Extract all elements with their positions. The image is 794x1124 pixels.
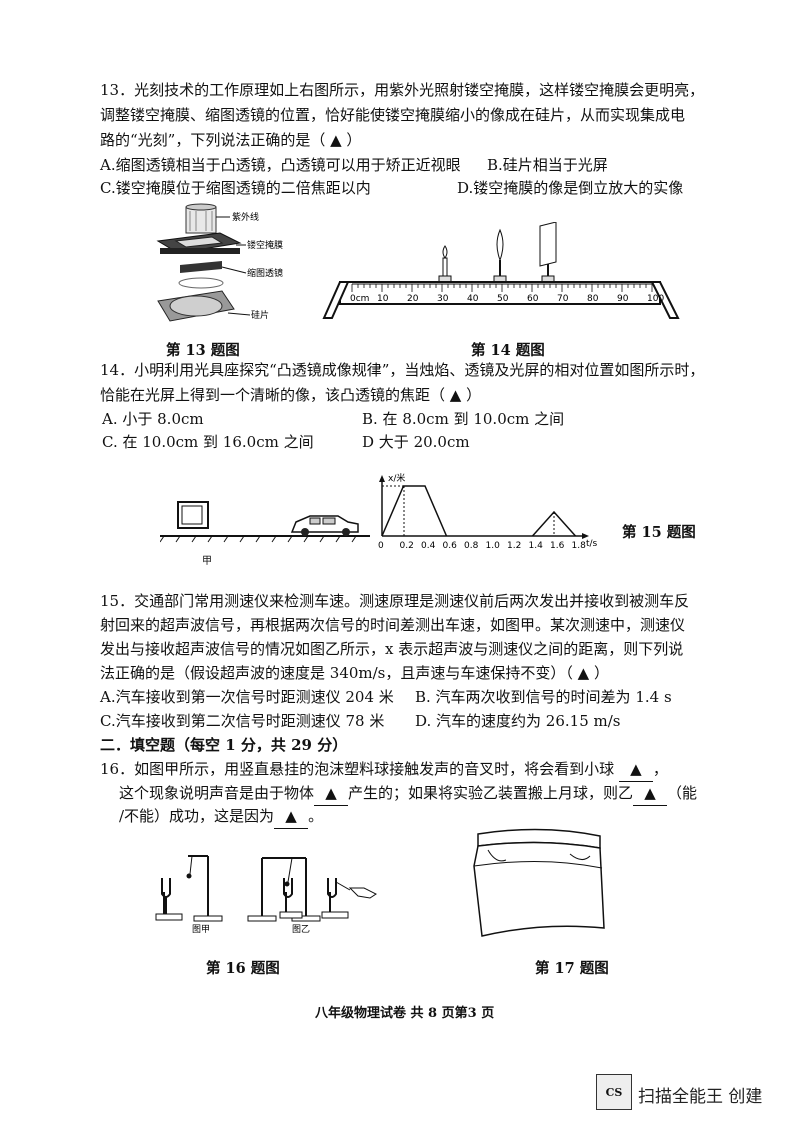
x-tick-label: 0.4 [421, 541, 436, 551]
q15-option-c: C.汽车接收到第二次信号时距测速仪 78 米 [100, 712, 385, 730]
q15-line4: 法正确的是（假设超声波的速度是 340m/s，且声速与车速保持不变）（ ▲ ） [100, 664, 609, 682]
x-tick-label: 0.6 [443, 541, 458, 551]
camscanner-watermark: 扫描全能王 创建 [638, 1087, 763, 1107]
q15-line1: 15．交通部门常用测速仪来检测车速。测速原理是测速仪前后两次发出并接收到被测车反 [100, 592, 690, 610]
q16-line2-text-b: 产生的；如果将实验乙装置搬上月球，则乙 [348, 784, 634, 802]
y-axis-label: x/米 [388, 472, 405, 484]
label-lens: 缩图透镜 [247, 267, 283, 279]
q13-caption: 第 13 题图 [166, 342, 240, 359]
q16-line1: 16．如图甲所示，用竖直悬挂的泡沫塑料球接触发声的音叉时，将会看到小球 ▲， [100, 758, 668, 782]
label-mask: 镂空掩膜 [247, 239, 283, 251]
q14-option-c: C. 在 10.0cm 到 16.0cm 之间 [102, 433, 314, 451]
q15-line2: 射回来的超声波信号，再根据两次信号的时间差测出车速，如图甲。某次测速中，测速仪 [100, 616, 686, 634]
x-tick-label: 0.2 [400, 541, 414, 551]
q16-line1-end: ， [652, 760, 668, 778]
q16-line2-text-c: （能 [667, 784, 698, 802]
q13-option-b: B.硅片相当于光屏 [487, 156, 608, 174]
q15-option-d: D. 汽车的速度约为 26.15 m/s [415, 712, 621, 730]
optical-bench-figure: 0cm 10 20 30 40 50 60 70 80 90 100 [322, 222, 680, 319]
q14-option-b: B. 在 8.0cm 到 10.0cm 之间 [362, 410, 565, 428]
q16-line2: 这个现象说明声音是由于物体▲产生的；如果将实验乙装置搬上月球，则乙▲（能 [119, 782, 697, 806]
q13-option-c: C.镂空掩膜位于缩图透镜的二倍焦距以内 [100, 179, 371, 197]
first-signal-line [381, 485, 448, 537]
q16-line3: /不能）成功，这是因为▲。 [119, 805, 323, 829]
x-tick-label: 1.6 [550, 541, 565, 551]
ruler-tick-label: 70 [557, 294, 569, 304]
q13-line1: 13．光刻技术的工作原理如上右图所示，用紫外光照射镂空掩膜，这样镂空掩膜会更明亮… [100, 81, 705, 99]
q14-option-a: A. 小于 8.0cm [102, 410, 204, 428]
q16-line2-text-a: 这个现象说明声音是由于物体 [119, 784, 315, 802]
q15-option-b: B. 汽车两次收到信号的时间差为 1.4 s [415, 688, 672, 706]
answer-blank[interactable]: ▲ [314, 782, 349, 806]
ruler-tick-label: 0cm [350, 294, 369, 304]
x-tick-label: 1.8 [572, 541, 587, 551]
answer-blank[interactable]: ▲ [274, 805, 309, 829]
q17-caption: 第 17 题图 [535, 960, 609, 977]
fig16-label-jia: 图甲 [192, 924, 210, 934]
q16-line1-text: 16．如图甲所示，用竖直悬挂的泡沫塑料球接触发声的音叉时，将会看到小球 [100, 760, 619, 778]
x-tick-label: 1.0 [486, 541, 501, 551]
q13-line3: 路的“光刻”，下列说法正确的是（ ▲ ） [100, 131, 362, 149]
q14-line1: 14．小明利用光具座探究“凸透镜成像规律”，当烛焰、透镜及光屏的相对位置如图所示… [100, 361, 705, 379]
x-axis-label: t/s [586, 539, 598, 549]
q15-line3: 发出与接收超声波信号的情况如图乙所示，x 表示超声波与测速仪之间的距离，则下列说 [100, 640, 684, 658]
label-uv: 紫外线 [232, 211, 259, 223]
container-figure [473, 828, 605, 937]
q13-option-a: A.缩图透镜相当于凸透镜，凸透镜可以用于矫正近视眼 [100, 156, 461, 174]
ruler-tick-label: 60 [527, 294, 539, 304]
fig16-label-yi: 图乙 [292, 924, 310, 934]
q15-caption: 第 15 题图 [622, 524, 696, 541]
ruler-tick-label: 50 [497, 294, 509, 304]
q13-line2: 调整镂空掩膜、缩图透镜的位置，恰好能使镂空掩膜缩小的像成在硅片，从而实现集成电 [100, 106, 686, 124]
camscanner-logo: CS [596, 1074, 632, 1110]
ruler-tick-label: 10 [377, 294, 389, 304]
q15-option-a: A.汽车接收到第一次信号时距测速仪 204 米 [100, 688, 394, 706]
ruler-tick-label: 30 [437, 294, 449, 304]
ruler-tick-label: 100 [647, 294, 664, 304]
q14-option-d: D 大于 20.0cm [362, 433, 470, 451]
x-tick-label: 1.4 [529, 541, 544, 551]
lithography-figure: 紫外线 镂空掩膜 缩图透镜 硅片 [156, 203, 283, 322]
x-tick-label: 1.2 [507, 541, 521, 551]
section-2-title: 二．填空题（每空 1 分，共 29 分） [100, 736, 348, 754]
speed-meter-figure [160, 501, 370, 543]
x-tick-label: 0 [378, 541, 384, 551]
ruler-tick-label: 90 [617, 294, 629, 304]
q16-caption: 第 16 题图 [206, 960, 280, 977]
ruler-tick-label: 80 [587, 294, 599, 304]
q13-option-d: D.镂空掩膜的像是倒立放大的实像 [457, 179, 684, 197]
fig15-label-jia: 甲 [202, 556, 212, 567]
page-footer: 八年级物理试卷 共 8 页第3 页 [315, 1006, 495, 1021]
tuning-fork-figure: 图甲 图乙 [155, 855, 377, 934]
answer-blank[interactable]: ▲ [633, 782, 668, 806]
answer-blank[interactable]: ▲ [618, 758, 653, 782]
ruler-tick-label: 20 [407, 294, 419, 304]
ruler-tick-label: 40 [467, 294, 479, 304]
q16-line3-text: /不能）成功，这是因为 [119, 807, 275, 825]
q16-line3-end: 。 [308, 807, 324, 825]
xt-graph: 0 0.2 0.4 0.6 0.8 1.0 1.2 1.4 1.6 1.8 x/米 t/s [378, 472, 598, 551]
label-wafer: 硅片 [251, 309, 269, 321]
q14-caption: 第 14 题图 [471, 342, 545, 359]
x-tick-label: 0.8 [464, 541, 479, 551]
q14-line2: 恰能在光屏上得到一个清晰的像，该凸透镜的焦距（ ▲ ） [100, 386, 482, 404]
